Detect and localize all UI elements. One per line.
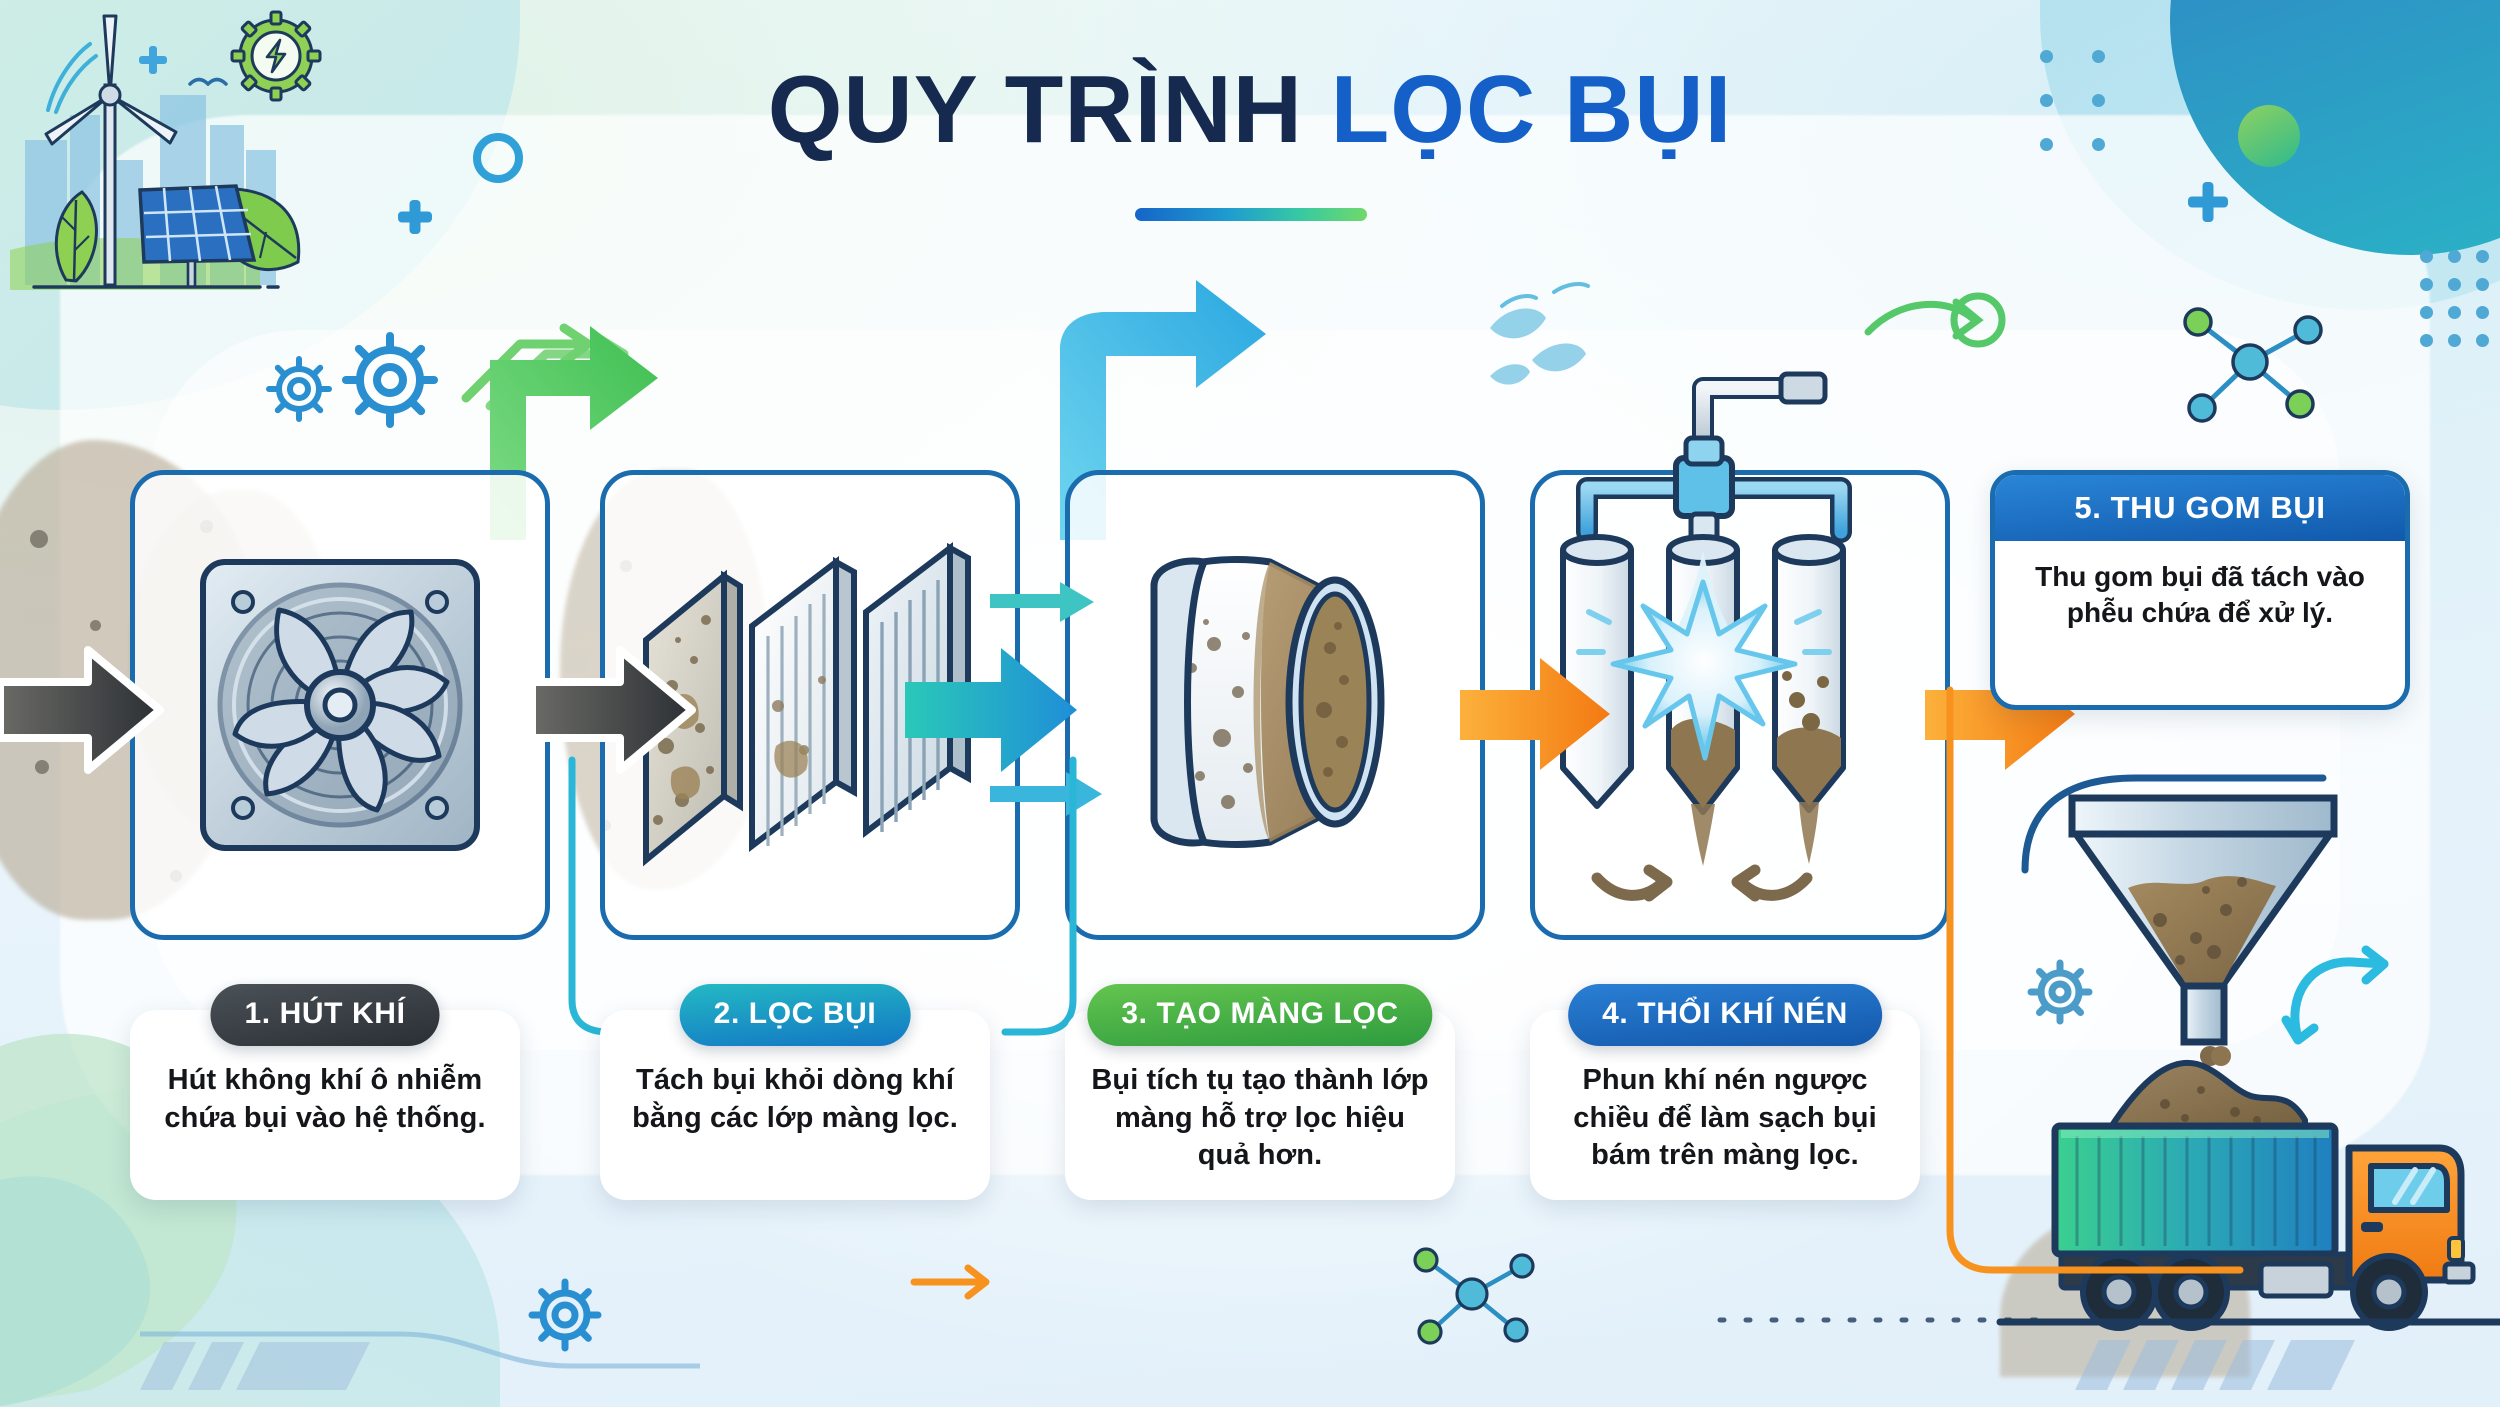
green-energy-illustration [10, 14, 301, 290]
dashed-line-decor [1717, 1317, 2053, 1323]
step-card-1[interactable]: 1. HÚT KHÍ Hút không khí ô nhiễm chứa bụ… [130, 984, 520, 1200]
dot-grid [2040, 50, 2170, 160]
decor-green-circle [2238, 105, 2300, 167]
connector-line [568, 756, 644, 1036]
footer-decor [140, 1331, 700, 1390]
circle-icon [473, 133, 523, 183]
plus-icon [139, 46, 167, 74]
step-card-3[interactable]: 3. TẠO MÀNG LỌC Bụi tích tụ tạo thành lớ… [1065, 984, 1455, 1200]
step-body-4: Phun khí nén ngược chiều để làm sạch bụi… [1573, 1064, 1877, 1172]
road-chevron-decor [2075, 1340, 2355, 1390]
molecule-icon [2183, 307, 2323, 423]
clean-air-small-arrow [990, 582, 1094, 622]
clean-air-arrow-green [490, 326, 658, 540]
truck-wheel [2080, 1253, 2158, 1331]
dust-speck [35, 760, 49, 774]
solar-panel-icon [138, 184, 257, 289]
title-part-2: LỌC BỤI [1330, 56, 1733, 163]
dust-speck [90, 620, 101, 631]
step-badge-4: 4. THỔI KHÍ NÉN [1568, 984, 1882, 1046]
plus-icon [398, 200, 432, 234]
step-badge-1: 1. HÚT KHÍ [210, 984, 440, 1046]
step-card-2[interactable]: 2. LỌC BỤI Tách bụi khỏi dòng khí bằng c… [600, 984, 990, 1200]
page-title: QUY TRÌNH LỌC BỤI [0, 62, 2500, 158]
gear-icon [342, 332, 438, 428]
step-badge-3: 3. TẠO MÀNG LỌC [1087, 984, 1433, 1046]
dust-fall-arrow [1591, 864, 1813, 902]
step-card-5[interactable]: 5. THU GOM BỤI Thu gom bụi đã tách vào p… [1990, 470, 2410, 710]
title-underline [1135, 208, 1367, 221]
curved-arrow-icon [2281, 945, 2389, 1045]
step-badge-5: 5. THU GOM BỤI [1995, 475, 2405, 541]
gear-icon [528, 1278, 602, 1352]
filter-plate-pleated [749, 555, 857, 853]
molecule-icon [1413, 1247, 1535, 1345]
flow-arrow-3-4 [1460, 658, 1610, 770]
filter-bag [1772, 534, 1846, 864]
truck-wheel [2152, 1253, 2230, 1331]
flow-arrow-in [0, 646, 164, 774]
step-body-3: Bụi tích tụ tạo thành lớp màng hỗ trợ lọ… [1091, 1064, 1429, 1172]
air-burst-icon [1610, 579, 1798, 761]
bird-icon [188, 77, 228, 86]
truck-wheel [2350, 1253, 2428, 1331]
title-part-1: QUY TRÌNH [767, 56, 1331, 163]
flow-arrow-2-3 [905, 648, 1077, 772]
filter-layers-icon [643, 541, 971, 867]
flow-arrow-1-2 [528, 646, 696, 774]
exhaust-fan-icon [200, 559, 480, 851]
gear-icon [266, 356, 332, 422]
pulse-jet-icon [1560, 371, 1852, 902]
wind-turbine-icon [44, 14, 178, 287]
step-body-1: Hút không khí ô nhiễm chứa bụi vào hệ th… [164, 1064, 486, 1134]
step-card-4[interactable]: 4. THỔI KHÍ NÉN Phun khí nén ngược chiều… [1530, 984, 1920, 1200]
step-badge-2: 2. LỌC BỤI [679, 984, 911, 1046]
clean-air-arrow-cyan [1060, 280, 1266, 540]
circle-arrow-icon [1864, 292, 2006, 348]
wind-arc-icon [46, 42, 98, 114]
connector-line [1001, 756, 1077, 1036]
arrow-right-icon [910, 1264, 990, 1300]
dust-speck [30, 530, 48, 548]
gear-bolt-icon [230, 10, 322, 102]
dump-truck-icon [1996, 1046, 2500, 1331]
step-body-2: Tách bụi khỏi dòng khí bằng các lớp màng… [632, 1064, 958, 1134]
leaf-icon [54, 190, 98, 283]
leaf-icon [1490, 282, 1590, 385]
step-body-5: Thu gom bụi đã tách vào phễu chứa để xử … [2035, 561, 2365, 628]
gear-icon [2027, 959, 2093, 1025]
filter-bag [1560, 534, 1634, 809]
hopper-feed-line [2021, 774, 2327, 874]
plus-icon [2188, 182, 2228, 222]
filter-cartridge-icon [1150, 556, 1385, 848]
dot-grid [2420, 250, 2500, 390]
connector-line-step5 [1946, 686, 2244, 1274]
